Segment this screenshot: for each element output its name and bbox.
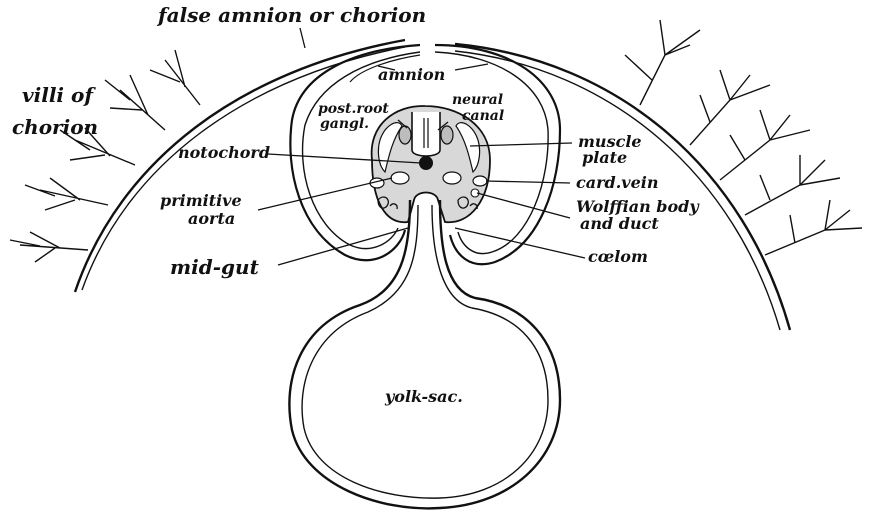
label-neural-line2: canal — [462, 108, 504, 124]
label-neural-line1: neural — [452, 92, 503, 108]
label-primitive-line2: aorta — [188, 209, 235, 228]
notochord — [419, 156, 433, 170]
post-root-ganglion-right — [441, 126, 453, 144]
label-card-vein: card.vein — [576, 173, 658, 192]
aorta-right — [443, 172, 461, 184]
label-wolffian-line2: and duct — [580, 214, 659, 233]
label-post-root-line1: post.root — [318, 101, 389, 117]
label-false-amnion: false amnion or chorion — [156, 3, 426, 27]
label-villi-line1: villi of — [22, 83, 96, 107]
label-villi-line2: chorion — [12, 115, 98, 139]
labels: false amnion or chorion villi of chorion… — [12, 3, 700, 406]
label-mid-gut: mid-gut — [170, 255, 260, 279]
cardinal-vein-right — [473, 176, 487, 186]
label-post-root-line2: gangl. — [320, 116, 369, 132]
label-primitive-line1: primitive — [160, 191, 242, 210]
aorta-left — [391, 172, 409, 184]
label-yolk-sac: yolk-sac. — [384, 387, 463, 406]
label-coelom: cœlom — [588, 247, 648, 266]
label-muscle-line2: plate — [582, 148, 627, 167]
villi-right — [625, 20, 862, 255]
neural-tube — [412, 112, 440, 156]
label-notochord: notochord — [178, 143, 270, 162]
label-amnion: amnion — [378, 65, 445, 84]
